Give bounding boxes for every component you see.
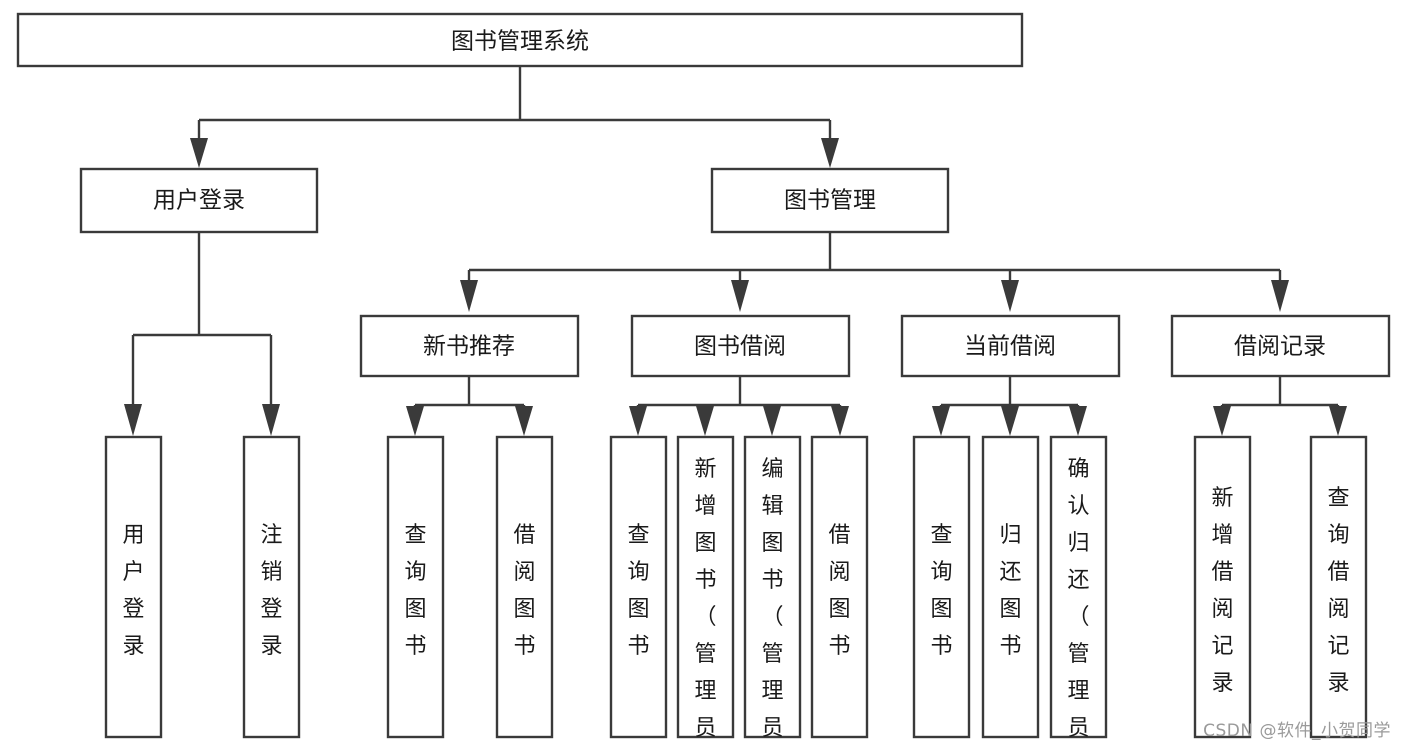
leaf-book-borrow-1-box[interactable] <box>676 435 735 739</box>
leaf-current-borrow-1-box[interactable] <box>981 435 1040 739</box>
node-current-borrow[interactable]: 当前借阅 <box>900 314 1121 378</box>
leaf-node[interactable]: 新增借阅记录 <box>1193 435 1252 739</box>
node-borrow-record-box[interactable] <box>1170 314 1391 378</box>
arrow-head-leaf-current-borrow-1 <box>1001 406 1019 436</box>
connector-group-root <box>190 66 839 168</box>
leaf-book-borrow-2-box[interactable] <box>743 435 802 739</box>
leaf-borrow-record-0-box[interactable] <box>1193 435 1252 739</box>
arrow-head-leaf-book-borrow-0 <box>629 406 647 436</box>
node-book-borrow-box[interactable] <box>630 314 851 378</box>
arrow-head-leaf-new-book-0 <box>406 406 424 436</box>
arrow-head-leaf-user-login-0 <box>124 404 142 436</box>
leaf-node[interactable]: 查询图书 <box>386 435 445 739</box>
arrow-head-leaf-book-borrow-3 <box>831 406 849 436</box>
node-book-management-box[interactable] <box>710 167 950 234</box>
node-root-system-box[interactable] <box>16 12 1024 68</box>
leaf-borrow-record-0-label: 新增借阅记录 <box>1211 486 1233 696</box>
node-book-management[interactable]: 图书管理 <box>710 167 950 234</box>
arrow-head-leaf-current-borrow-2 <box>1069 406 1087 436</box>
leaf-new-book-0-box[interactable] <box>386 435 445 739</box>
arrow-head-level3-2 <box>1001 280 1019 312</box>
node-current-borrow-label: 当前借阅 <box>964 334 1056 360</box>
leaf-borrow-record-1-box[interactable] <box>1309 435 1368 739</box>
arrow-head-level3-1 <box>731 280 749 312</box>
arrow-head-user-login <box>190 138 208 168</box>
node-book-borrow-label: 图书借阅 <box>694 334 786 360</box>
node-new-book-recommend-box[interactable] <box>359 314 580 378</box>
leaf-node[interactable]: 新增图书（管理员） <box>676 435 735 747</box>
node-new-book-recommend-label: 新书推荐 <box>423 334 515 360</box>
node-user-login[interactable]: 用户登录 <box>79 167 319 234</box>
leaf-node[interactable]: 确认归还（管理员） <box>1049 435 1108 747</box>
arrow-head-leaf-current-borrow-0 <box>932 406 950 436</box>
arrow-head-level3-0 <box>460 280 478 312</box>
leaf-new-book-0-label: 查询图书 <box>404 523 426 659</box>
arrow-head-book-mgmt <box>821 138 839 168</box>
leaf-node[interactable]: 查询借阅记录 <box>1309 435 1368 739</box>
leaf-node[interactable]: 查询图书 <box>609 435 668 739</box>
leaf-book-borrow-2-label: 编辑图书（管理员） <box>761 457 783 747</box>
leaf-book-borrow-0-label: 查询图书 <box>627 523 649 659</box>
arrow-head-leaf-borrow-record-0 <box>1213 406 1231 436</box>
leaf-node[interactable]: 借阅图书 <box>810 435 869 739</box>
arrow-head-leaf-book-borrow-1 <box>696 406 714 436</box>
leaf-user-login-0-box[interactable] <box>104 435 163 739</box>
leaf-node[interactable]: 查询图书 <box>912 435 971 739</box>
arrow-head-leaf-user-login-1 <box>262 404 280 436</box>
leaf-user-login-1-box[interactable] <box>242 435 301 739</box>
leaf-user-login-0-label: 用户登录 <box>122 523 144 659</box>
leaf-new-book-1-box[interactable] <box>495 435 554 739</box>
connector-group-current-borrow <box>932 376 1087 436</box>
node-user-login-box[interactable] <box>79 167 319 234</box>
leaf-current-borrow-2-label: 确认归还（管理员） <box>1067 457 1089 747</box>
arrow-head-leaf-new-book-1 <box>515 406 533 436</box>
leaf-node[interactable]: 编辑图书（管理员） <box>743 435 802 747</box>
leaf-node[interactable]: 用户登录 <box>104 435 163 739</box>
leaf-current-borrow-1-label: 归还图书 <box>999 523 1021 659</box>
leaf-borrow-record-1-label: 查询借阅记录 <box>1327 486 1349 696</box>
leaf-node[interactable]: 借阅图书 <box>495 435 554 739</box>
connector-group-new-book-recommend <box>406 376 533 436</box>
node-user-login-label: 用户登录 <box>153 188 245 214</box>
leaf-node[interactable]: 归还图书 <box>981 435 1040 739</box>
node-book-management-label: 图书管理 <box>784 188 876 214</box>
leaf-book-borrow-1-label: 新增图书（管理员） <box>694 457 716 747</box>
arrow-head-level3-3 <box>1271 280 1289 312</box>
leaf-current-borrow-0-label: 查询图书 <box>930 523 952 659</box>
leaf-node[interactable]: 注销登录 <box>242 435 301 739</box>
node-borrow-record[interactable]: 借阅记录 <box>1170 314 1391 378</box>
leaf-current-borrow-0-box[interactable] <box>912 435 971 739</box>
node-new-book-recommend[interactable]: 新书推荐 <box>359 314 580 378</box>
connector-group-book-borrow <box>629 376 849 436</box>
leaf-book-borrow-0-box[interactable] <box>609 435 668 739</box>
leaf-book-borrow-3-label: 借阅图书 <box>828 523 850 659</box>
leaf-book-borrow-3-box[interactable] <box>810 435 869 739</box>
node-book-borrow[interactable]: 图书借阅 <box>630 314 851 378</box>
leaf-current-borrow-2-box[interactable] <box>1049 435 1108 739</box>
node-borrow-record-label: 借阅记录 <box>1234 334 1326 360</box>
connector-group-borrow-record <box>1213 376 1347 436</box>
connector-group-user-login <box>124 232 280 436</box>
node-root-system[interactable]: 图书管理系统 <box>16 12 1024 68</box>
leaf-new-book-1-label: 借阅图书 <box>513 523 535 659</box>
leaf-user-login-1-label: 注销登录 <box>260 523 282 659</box>
arrow-head-leaf-book-borrow-2 <box>763 406 781 436</box>
connector-group-book-mgmt <box>460 232 1289 312</box>
node-current-borrow-box[interactable] <box>900 314 1121 378</box>
node-root-system-label: 图书管理系统 <box>451 29 589 55</box>
arrow-head-leaf-borrow-record-1 <box>1329 406 1347 436</box>
